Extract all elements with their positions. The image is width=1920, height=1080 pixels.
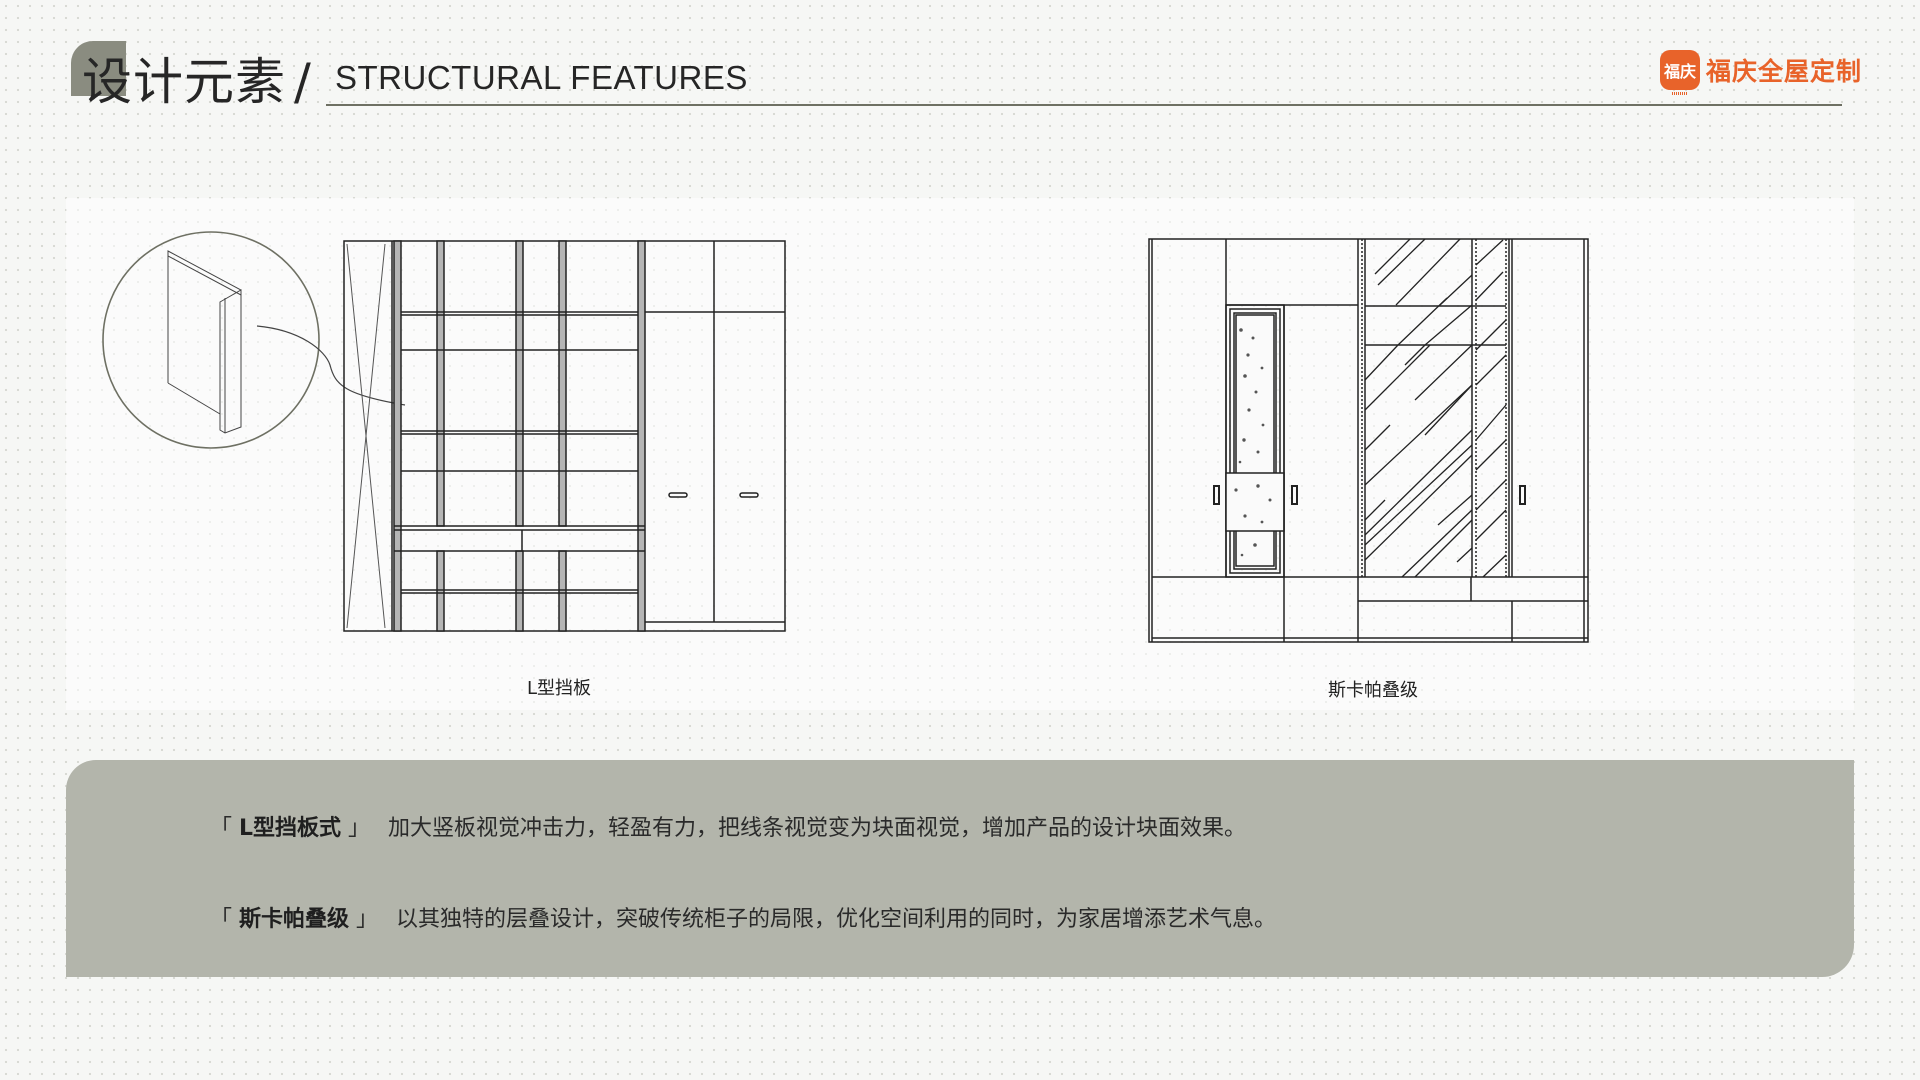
l-panel-cabinet-drawing — [102, 231, 786, 632]
description-term: 斯卡帕叠级 — [239, 907, 350, 932]
detail-magnifier-circle — [102, 231, 320, 449]
page-title: 设计元素 — [82, 53, 286, 111]
brand-logo: 福庆 福庆全屋定制 — [1660, 48, 1863, 95]
title-accent-block — [71, 41, 126, 96]
skapa-stacked-cabinet-drawing — [1148, 238, 1589, 643]
logo-badge-text: 福庆 — [1663, 62, 1696, 81]
page-subtitle: STRUCTURAL FEATURES — [335, 59, 748, 96]
caption-skapa-stacked: 斯卡帕叠级 — [1328, 680, 1418, 701]
description-term: L型挡板式 — [239, 816, 342, 841]
leader-line — [256, 325, 406, 406]
description-row: 「 斯卡帕叠级 」以其独特的层叠设计，突破传统柜子的局限，优化空间利用的同时，为… — [210, 901, 1276, 933]
lantern-logo-icon: 福庆 — [1660, 50, 1700, 95]
description-panel — [66, 760, 1854, 977]
title-separator: / — [294, 53, 311, 111]
bracket-open: 「 — [210, 816, 239, 841]
bracket-open: 「 — [210, 907, 239, 932]
description-text: 加大竖板视觉冲击力，轻盈有力，把线条视觉变为块面视觉，增加产品的设计块面效果。 — [388, 816, 1247, 841]
brand-name: 福庆全屋定制 — [1706, 57, 1863, 86]
title-underline — [326, 104, 1842, 106]
caption-l-panel: L型挡板 — [527, 678, 592, 699]
bracket-close: 」 — [341, 816, 371, 841]
bracket-close: 」 — [349, 907, 379, 932]
description-row: 「 L型挡板式 」加大竖板视觉冲击力，轻盈有力，把线条视觉变为块面视觉，增加产品… — [210, 810, 1246, 842]
description-text: 以其独特的层叠设计，突破传统柜子的局限，优化空间利用的同时，为家居增添艺术气息。 — [396, 907, 1277, 932]
